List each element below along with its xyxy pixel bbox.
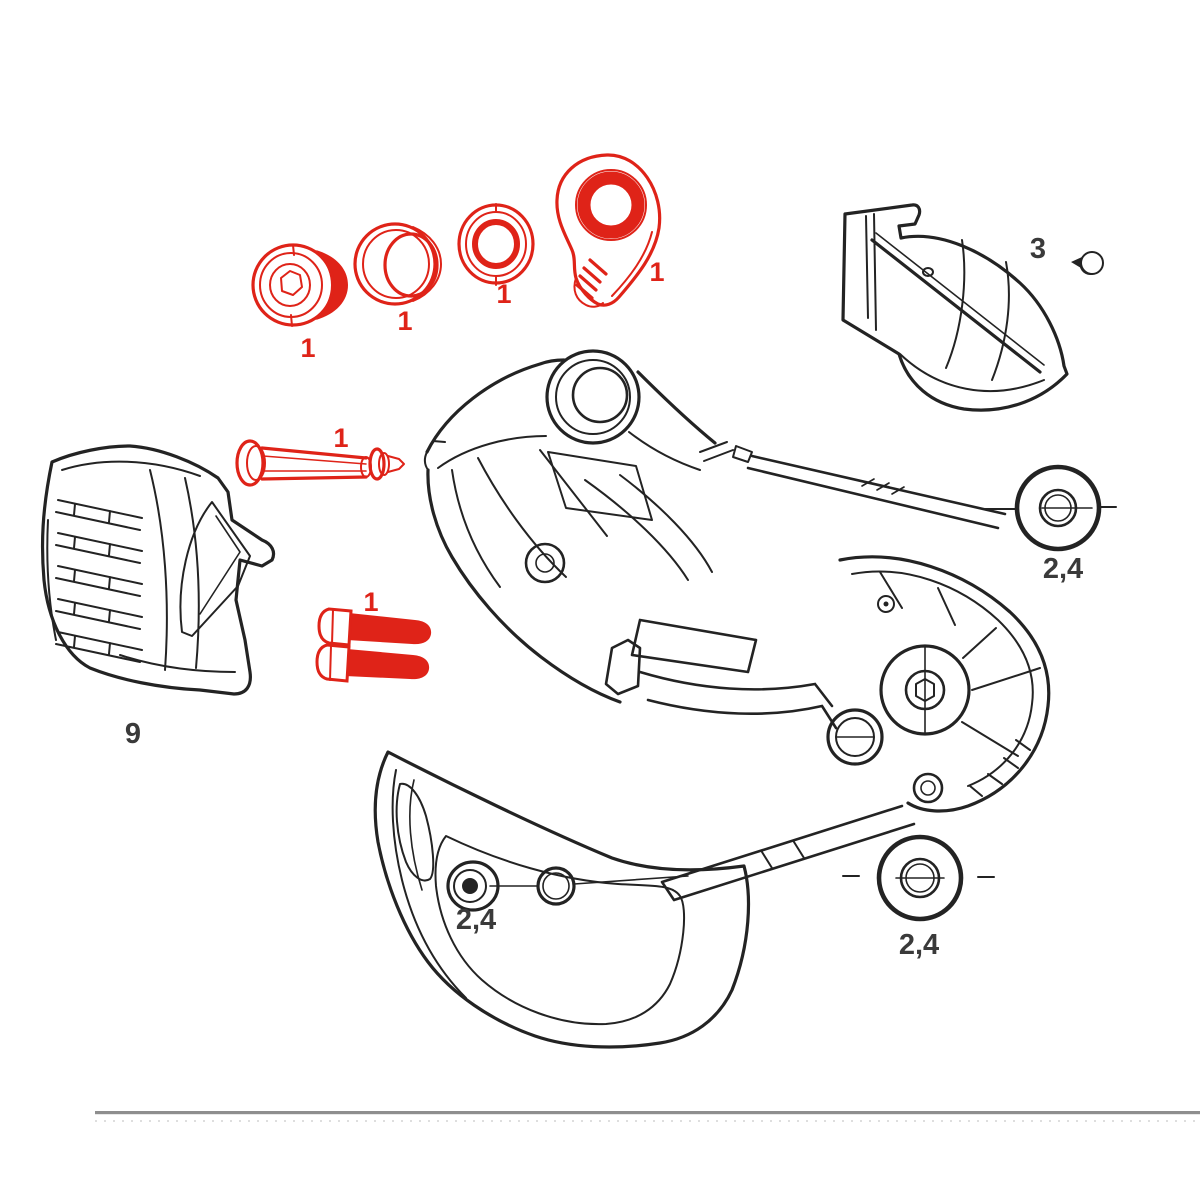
lower-pulley-part <box>842 834 995 922</box>
callout-mount-bolts: 1 <box>363 587 378 617</box>
guard-part <box>40 444 276 696</box>
cover-part <box>841 203 1069 412</box>
upper-pulley-part <box>983 464 1117 552</box>
callout-lower-pulley: 2,4 <box>899 929 939 961</box>
callout-hanger: 1 <box>649 257 664 287</box>
callout-cover: 3 <box>1030 233 1046 265</box>
bottom-divider-line <box>95 1111 1200 1115</box>
end-cap-part <box>251 243 348 327</box>
callout-cage-bolt: 2,4 <box>456 904 496 936</box>
derailleur-body <box>423 349 1051 902</box>
pivot-bolt-part <box>235 439 405 487</box>
bushing-ring-part <box>457 203 535 286</box>
callout-end-cap: 1 <box>300 333 315 363</box>
callout-barrel: 1 <box>397 306 412 336</box>
mount-bolts-part <box>315 607 432 683</box>
cover-screw <box>1071 251 1104 276</box>
callout-bushing-ring: 1 <box>496 279 511 309</box>
callout-upper-pulley: 2,4 <box>1043 553 1083 585</box>
hanger-part <box>555 153 662 308</box>
callout-pivot-bolt: 1 <box>333 423 348 453</box>
outer-cage-plate <box>373 750 751 1049</box>
barrel-part <box>353 222 442 306</box>
callout-guard: 9 <box>125 718 141 750</box>
